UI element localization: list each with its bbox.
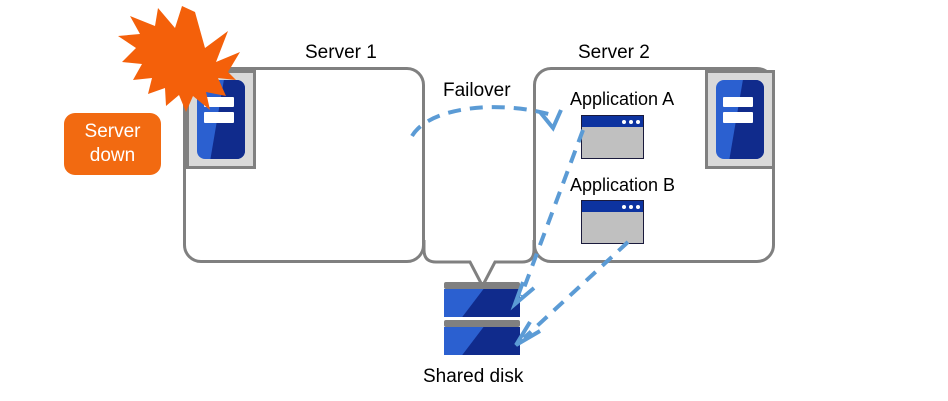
server-icon-slot-1	[203, 96, 235, 107]
disk-cap	[444, 320, 520, 327]
access-arrow-app-a-head	[510, 281, 536, 311]
server-icon-body	[716, 80, 764, 159]
app-window-titlebar	[582, 201, 643, 212]
access-arrow-app-a	[519, 129, 585, 297]
app-window-dot	[629, 204, 633, 209]
app-window-icon	[581, 200, 644, 244]
shared-disk-label: Shared disk	[423, 366, 524, 387]
disk-platter	[444, 327, 520, 355]
failover-arrowhead	[538, 109, 563, 132]
disk-stack-icon	[444, 282, 520, 360]
server2-title: Server 2	[578, 42, 650, 63]
failover-label: Failover	[443, 80, 511, 101]
app-window-dot	[636, 204, 640, 209]
app-window-icon	[581, 115, 644, 159]
server-down-callout: Server down	[64, 113, 161, 175]
server-icon-slot-1	[722, 96, 754, 107]
disk-platter	[444, 289, 520, 317]
disk-cap	[444, 282, 520, 289]
app-window-dot	[622, 119, 626, 124]
application-b-label: Application B	[570, 175, 676, 195]
application-a-label: Application A	[570, 89, 675, 109]
server-down-line-2: down	[89, 145, 136, 166]
failover-arrow	[410, 105, 553, 138]
app-window-dot	[636, 119, 640, 124]
access-arrow-app-b-head	[514, 320, 542, 347]
app-window-dot	[629, 119, 633, 124]
server-icon-slot-2	[203, 112, 235, 123]
server-icon	[705, 70, 775, 169]
lightning-burst-icon	[118, 6, 240, 112]
app-window-titlebar	[582, 116, 643, 127]
server-icon-slot-2	[722, 112, 754, 123]
app-window-dot	[622, 204, 626, 209]
server-down-line-1: Server	[84, 121, 141, 142]
server1-title: Server 1	[305, 42, 377, 63]
access-arrow-app-b	[522, 240, 630, 340]
